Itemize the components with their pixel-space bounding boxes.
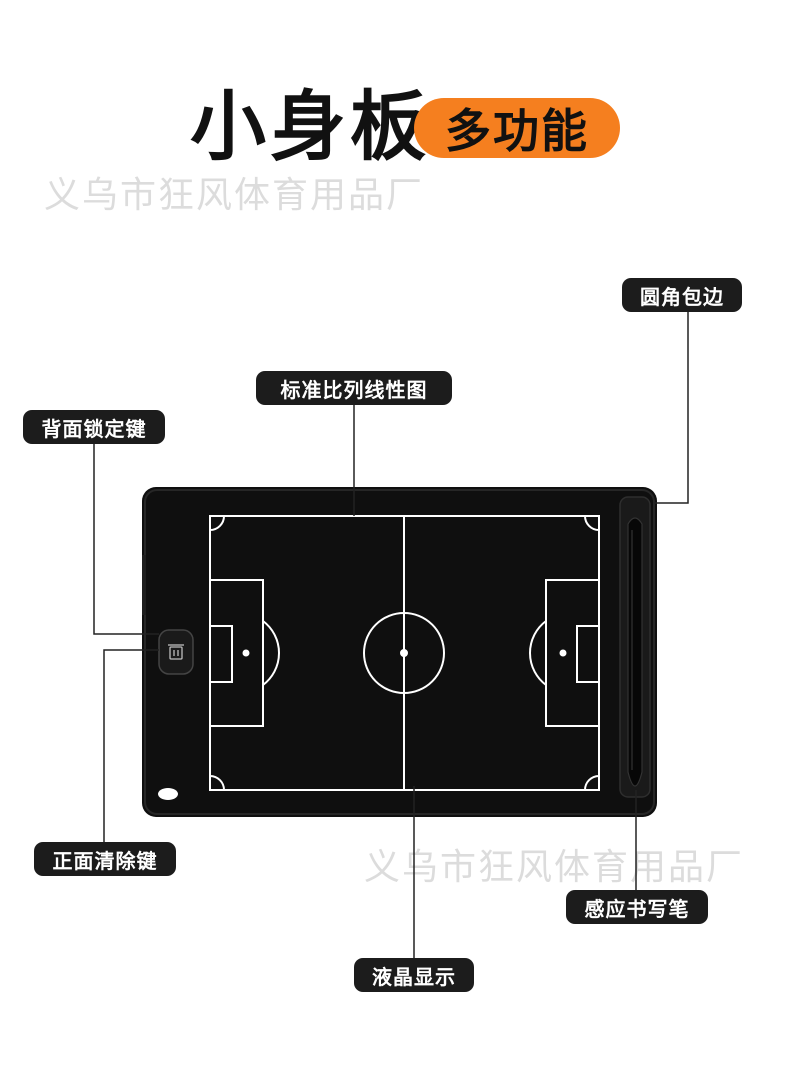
right-goal-area	[576, 625, 600, 683]
watermark-bottom: 义乌市狂风体育用品厂	[364, 847, 745, 888]
feature-badge: 多功能	[414, 98, 620, 158]
corner-arc-tr	[584, 515, 600, 531]
hang-hole	[158, 788, 178, 800]
tablet-body	[142, 487, 657, 817]
page-title: 小身板	[190, 82, 430, 171]
trash-icon	[168, 644, 184, 660]
label-rounded-edge: 圆角包边	[622, 278, 742, 312]
center-spot	[400, 649, 408, 657]
label-induction-stylus: 感应书写笔	[566, 890, 708, 924]
leader-back-lock	[93, 444, 159, 635]
left-penalty-spot	[242, 649, 250, 657]
tablet-bezel-edge	[144, 489, 655, 815]
label-front-clear-key: 正面清除键	[34, 842, 176, 876]
watermark-top: 义乌市狂风体育用品厂	[44, 175, 425, 216]
leader-rounded-edge	[654, 312, 689, 504]
side-notch	[142, 555, 146, 615]
label-back-lock-key: 背面锁定键	[23, 410, 165, 444]
left-penalty-arc	[262, 620, 280, 686]
clear-button	[158, 629, 194, 675]
corner-arc-br	[584, 775, 600, 791]
label-standard-scale-diagram: 标准比列线性图	[256, 371, 452, 405]
stylus-icon	[627, 517, 643, 787]
left-goal-area	[209, 625, 233, 683]
football-field	[209, 515, 600, 791]
leader-front-clear	[103, 649, 159, 845]
center-circle	[363, 612, 445, 694]
label-lcd-display: 液晶显示	[354, 958, 474, 992]
corner-arc-bl	[209, 775, 225, 791]
corner-arc-tl	[209, 515, 225, 531]
right-penalty-arc	[529, 620, 547, 686]
right-penalty-spot	[559, 649, 567, 657]
